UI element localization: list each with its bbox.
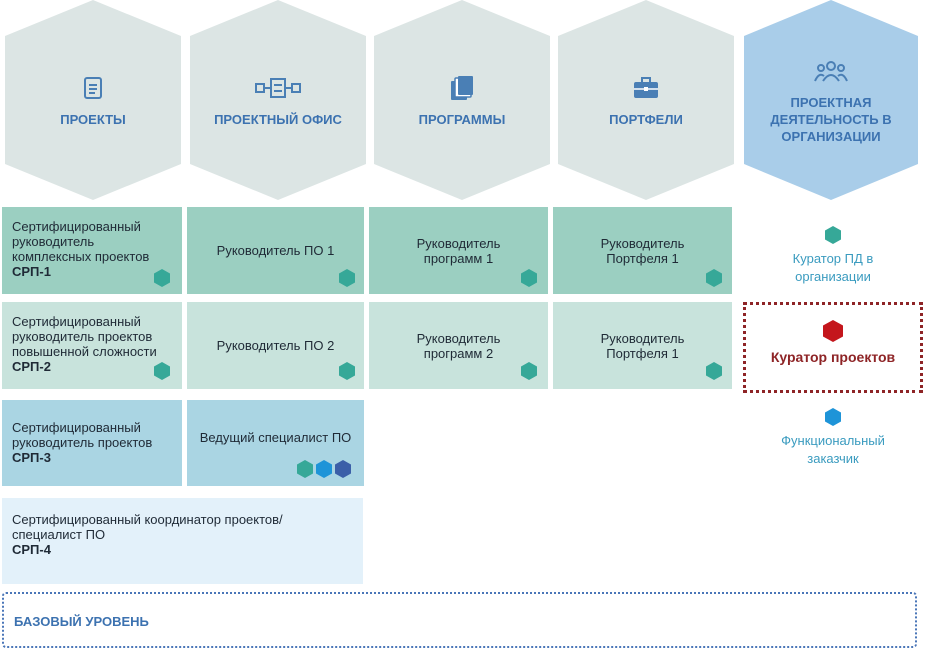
office-role: Ведущий специалист ПО	[199, 430, 352, 445]
program-cell-row1: Руководитель программ 1	[369, 207, 548, 294]
header-label: ПРОЕКТНАЯ ДЕЯТЕЛЬНОСТЬ В ОРГАНИЗАЦИИ	[770, 94, 892, 144]
role-curator-pd: Куратор ПД в организации	[760, 226, 906, 286]
header-label: ПОРТФЕЛИ	[609, 111, 683, 127]
portfolio-cell-row1: Руководитель Портфеля 1	[553, 207, 732, 294]
office-cell-row3: Ведущий специалист ПО	[187, 400, 364, 486]
teal-hex-marker	[521, 362, 537, 380]
portfolio-cell-row2: Руководитель Портфеля 1	[553, 302, 732, 389]
teal-hex-marker	[154, 362, 170, 380]
base-level-bar: БАЗОВЫЙ УРОВЕНЬ	[2, 592, 917, 648]
program-role: Руководитель программ 1	[416, 235, 501, 266]
header-label: ПРОЕКТЫ	[60, 111, 126, 127]
teal-hex-marker	[706, 362, 722, 380]
stacked-pages-icon	[450, 73, 474, 103]
cert-text: Сертифицированный руководитель комплексн…	[12, 219, 150, 264]
teal-hex-marker	[521, 269, 537, 287]
header-label: ПРОЕКТНЫЙ ОФИС	[214, 111, 342, 127]
cert-text: Сертифицированный руководитель проектов	[12, 420, 153, 450]
header-hex-portfolios: ПОРТФЕЛИ	[558, 0, 734, 200]
role-label: Куратор ПД в организации	[792, 251, 874, 284]
role-curator-projects: Куратор проектов	[746, 320, 920, 366]
teal-hex-marker	[339, 269, 355, 287]
office-role: Руководитель ПО 2	[216, 338, 335, 353]
header-hex-organization: ПРОЕКТНАЯ ДЕЯТЕЛЬНОСТЬ В ОРГАНИЗАЦИИ	[744, 0, 918, 200]
blue-hex-marker	[316, 460, 332, 478]
cert-cell-srp2: Сертифицированный руководитель проектов …	[2, 302, 182, 389]
teal-hex-marker	[297, 460, 313, 478]
network-nodes-icon	[255, 73, 301, 103]
program-role: Руководитель программ 2	[416, 330, 501, 361]
role-label: Куратор проектов	[770, 349, 896, 365]
teal-hex-marker	[706, 269, 722, 287]
cert-code: СРП-3	[12, 450, 51, 465]
header-hex-programs: ПРОГРАММЫ	[374, 0, 550, 200]
cert-cell-srp1: Сертифицированный руководитель комплексн…	[2, 207, 182, 294]
teal-hex-marker	[154, 269, 170, 287]
curator-projects-box	[743, 302, 923, 393]
role-label: Функциональный заказчик	[781, 433, 885, 466]
office-role: Руководитель ПО 1	[216, 243, 335, 258]
blue-hex-marker	[825, 408, 841, 426]
cert-code: СРП-1	[12, 264, 51, 279]
document-icon	[83, 73, 103, 103]
program-cell-row2: Руководитель программ 2	[369, 302, 548, 389]
cert-code: СРП-4	[12, 542, 51, 557]
cert-text: Сертифицированный координатор проектов/ …	[12, 512, 283, 542]
cert-cell-srp4: Сертифицированный координатор проектов/ …	[2, 498, 363, 584]
office-cell-row2: Руководитель ПО 2	[187, 302, 364, 389]
navy-hex-marker	[335, 460, 351, 478]
portfolio-role: Руководитель Портфеля 1	[600, 235, 685, 266]
base-level-label: БАЗОВЫЙ УРОВЕНЬ	[14, 614, 149, 629]
teal-hex-marker	[339, 362, 355, 380]
briefcase-icon	[633, 73, 659, 103]
portfolio-role: Руководитель Портфеля 1	[600, 330, 685, 361]
red-hex-marker	[823, 320, 843, 342]
cert-code: СРП-2	[12, 359, 51, 374]
cert-text: Сертифицированный руководитель проектов …	[12, 314, 157, 359]
teal-hex-marker	[825, 226, 841, 244]
header-hex-project-office: ПРОЕКТНЫЙ ОФИС	[190, 0, 366, 200]
people-group-icon	[814, 56, 848, 86]
header-label: ПРОГРАММЫ	[418, 111, 506, 127]
role-functional-customer: Функциональный заказчик	[760, 408, 906, 468]
header-hex-projects: ПРОЕКТЫ	[5, 0, 181, 200]
office-cell-row1: Руководитель ПО 1	[187, 207, 364, 294]
